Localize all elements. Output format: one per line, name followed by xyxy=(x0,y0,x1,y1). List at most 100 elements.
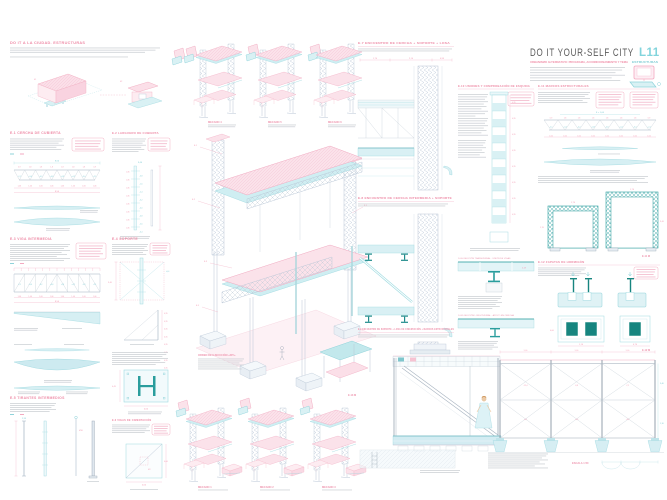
svg-text:0,35: 0,35 xyxy=(164,344,168,346)
heading-e1: E.1 CERCHA DE CUBIERTA xyxy=(10,131,61,135)
svg-text:-4,8: -4,8 xyxy=(61,176,64,178)
mecano-5-caption: MECANO 5 xyxy=(268,120,282,124)
portal-frame-left: 1,70 1,70 xyxy=(540,202,599,252)
svg-text:0,35: 0,35 xyxy=(126,180,129,182)
e11-span-dim: 8 × 1,06 xyxy=(596,111,605,114)
svg-text:-5,6: -5,6 xyxy=(140,224,143,226)
baseplate-detail: 0,45 0,60 xyxy=(112,352,169,415)
svg-text:+2,1: +2,1 xyxy=(93,284,96,286)
e6-plan-h-dim: 0,60 xyxy=(164,461,169,463)
frame-l-width-dim: 1,70 xyxy=(571,202,576,204)
sect-dim-3: 0,95 xyxy=(440,58,445,60)
svg-text:+4,8: +4,8 xyxy=(591,127,594,129)
svg-text:1,8: 1,8 xyxy=(72,167,75,169)
e12-text-lines xyxy=(538,267,586,276)
e5-bar-dim: Ø16 xyxy=(79,430,84,432)
construction-section: E.7 ENCUENTRO DE CERCHA + SOPORTE + LOSA… xyxy=(357,41,454,355)
intro-heading: DO IT A LA CIUDAD. ESTRUCTURAS xyxy=(10,41,85,45)
svg-text:0,35: 0,35 xyxy=(126,228,129,230)
pedestal-3 xyxy=(333,320,361,340)
e11-paragraph-lines xyxy=(538,176,648,183)
footing-h-dim: 0,60 xyxy=(550,330,555,332)
svg-text:+4,9: +4,9 xyxy=(575,419,579,421)
pedestal-detail-single xyxy=(617,272,647,308)
e4-spec-lines xyxy=(152,245,168,254)
svg-text:+3,4: +3,4 xyxy=(563,127,566,129)
heading-e8: E.8 ENCUENTRO DE CERCHA INTERMEDIA + SOP… xyxy=(358,196,452,200)
svg-text:0,35: 0,35 xyxy=(126,188,129,190)
footings-caption: E.12 M xyxy=(642,348,650,352)
detail-a-caption: 14.04 SECCIÓN TRANSVERSAL · UNIÓN DE VIG… xyxy=(458,257,511,260)
floor-band-upper xyxy=(357,244,415,261)
e3-shear-caption-2 xyxy=(62,328,82,329)
section-e5: E.5 TIRANTES INTERMEDIOS 2,35 Ø16 xyxy=(10,396,99,482)
e10-text-lines-2 xyxy=(458,140,486,158)
svg-text:0,35: 0,35 xyxy=(164,313,168,315)
panel-card-icon xyxy=(237,397,252,416)
section-e4: E.4 SOPORTE 3,40 -6,4 0,350,350,350,350,… xyxy=(108,237,171,370)
svg-text:1,8: 1,8 xyxy=(592,118,595,120)
svg-text:1,06: 1,06 xyxy=(71,186,75,188)
frame-level-dim-1: 3,40 xyxy=(660,383,664,385)
md-caption-4 xyxy=(18,391,40,395)
frames-caption: E.11 M xyxy=(642,254,650,258)
intro-label-2: 02 xyxy=(120,81,123,83)
mecano-2-caption: MECANO 2 xyxy=(260,485,274,489)
panel-card-icon xyxy=(171,47,186,66)
pedestal-detail-double xyxy=(557,272,603,308)
plate-h-dim: 0,45 xyxy=(112,386,117,388)
svg-text:0,35: 0,35 xyxy=(164,360,168,362)
intro-axon-drawing: 01 02 xyxy=(27,73,163,109)
frame-footings xyxy=(492,438,663,453)
svg-text:-2,1: -2,1 xyxy=(550,127,553,129)
e3-spec-lines xyxy=(79,245,103,257)
e11-spec-lines-1 xyxy=(598,94,622,106)
e6-plan-caption xyxy=(130,489,158,490)
svg-text:-7,2: -7,2 xyxy=(626,385,629,387)
svg-text:-4,8: -4,8 xyxy=(61,284,64,286)
svg-text:5,00: 5,00 xyxy=(524,350,528,352)
svg-text:-4,2: -4,2 xyxy=(39,176,42,178)
footing-l-dim: 1,10 xyxy=(579,344,584,346)
e4-joint-caption xyxy=(130,344,154,345)
svg-text:0,35: 0,35 xyxy=(512,198,516,200)
mecano-row-top: MECANO 4 MECANO 5 MECANO 6 xyxy=(171,43,363,128)
svg-text:1,8: 1,8 xyxy=(578,118,581,120)
assembly-text-lines xyxy=(198,358,244,370)
heading-e12: E.12 ZAPATAS DE HORMIGÓN xyxy=(538,259,584,264)
lattice-wall xyxy=(413,65,443,353)
e2-seg-dims: 0,350,350,350,350,350,350,350,35 xyxy=(126,172,129,230)
intro-label-1: 01 xyxy=(34,79,37,81)
svg-text:0,35: 0,35 xyxy=(126,220,129,222)
elevation-notes-lines-2 xyxy=(420,470,460,473)
e10-text-lines xyxy=(458,94,488,136)
svg-text:0,35: 0,35 xyxy=(164,336,168,338)
mecano-4-lines xyxy=(208,124,236,128)
section-e12: E.12 ZAPATAS DE HORMIGÓN 1,10 0,60 0,70 … xyxy=(538,259,660,352)
svg-text:1,06: 1,06 xyxy=(18,296,22,298)
e11-axial-row: -2,1+3,4-4,2+4,8-4,8+4,2-3,4+2,1 xyxy=(550,127,651,129)
detail-a-legend xyxy=(458,296,502,309)
svg-text:+6,1: +6,1 xyxy=(524,419,528,421)
mecano-4-drawing xyxy=(193,43,243,119)
footing-s-dim: 0,70 xyxy=(633,344,638,346)
truss-accent-pink xyxy=(410,357,416,362)
svg-text:1,06: 1,06 xyxy=(50,186,54,188)
e9-text-lines xyxy=(358,334,450,338)
svg-text:0,35: 0,35 xyxy=(126,204,129,206)
svg-text:+4,2: +4,2 xyxy=(71,284,74,286)
svg-text:-0,8: -0,8 xyxy=(140,176,143,178)
svg-text:0,35: 0,35 xyxy=(512,214,516,216)
e11-lens1-caption xyxy=(598,153,620,155)
footing-plan-double: 1,10 0,60 xyxy=(550,315,605,346)
e2-member-diagram: 3,40 0,350,350,350,350,350,350,350,35 -0… xyxy=(126,162,162,234)
mecano-3-caption: MECANO 3 xyxy=(322,485,336,489)
md-caption-3 xyxy=(44,380,72,383)
detail-b-caption: 14.05 SECCIÓN LONGITUDINAL · APOYO EN CE… xyxy=(458,314,514,317)
frame-l-height-dim: 1,70 xyxy=(540,227,545,229)
e3-text-lines xyxy=(10,244,70,261)
